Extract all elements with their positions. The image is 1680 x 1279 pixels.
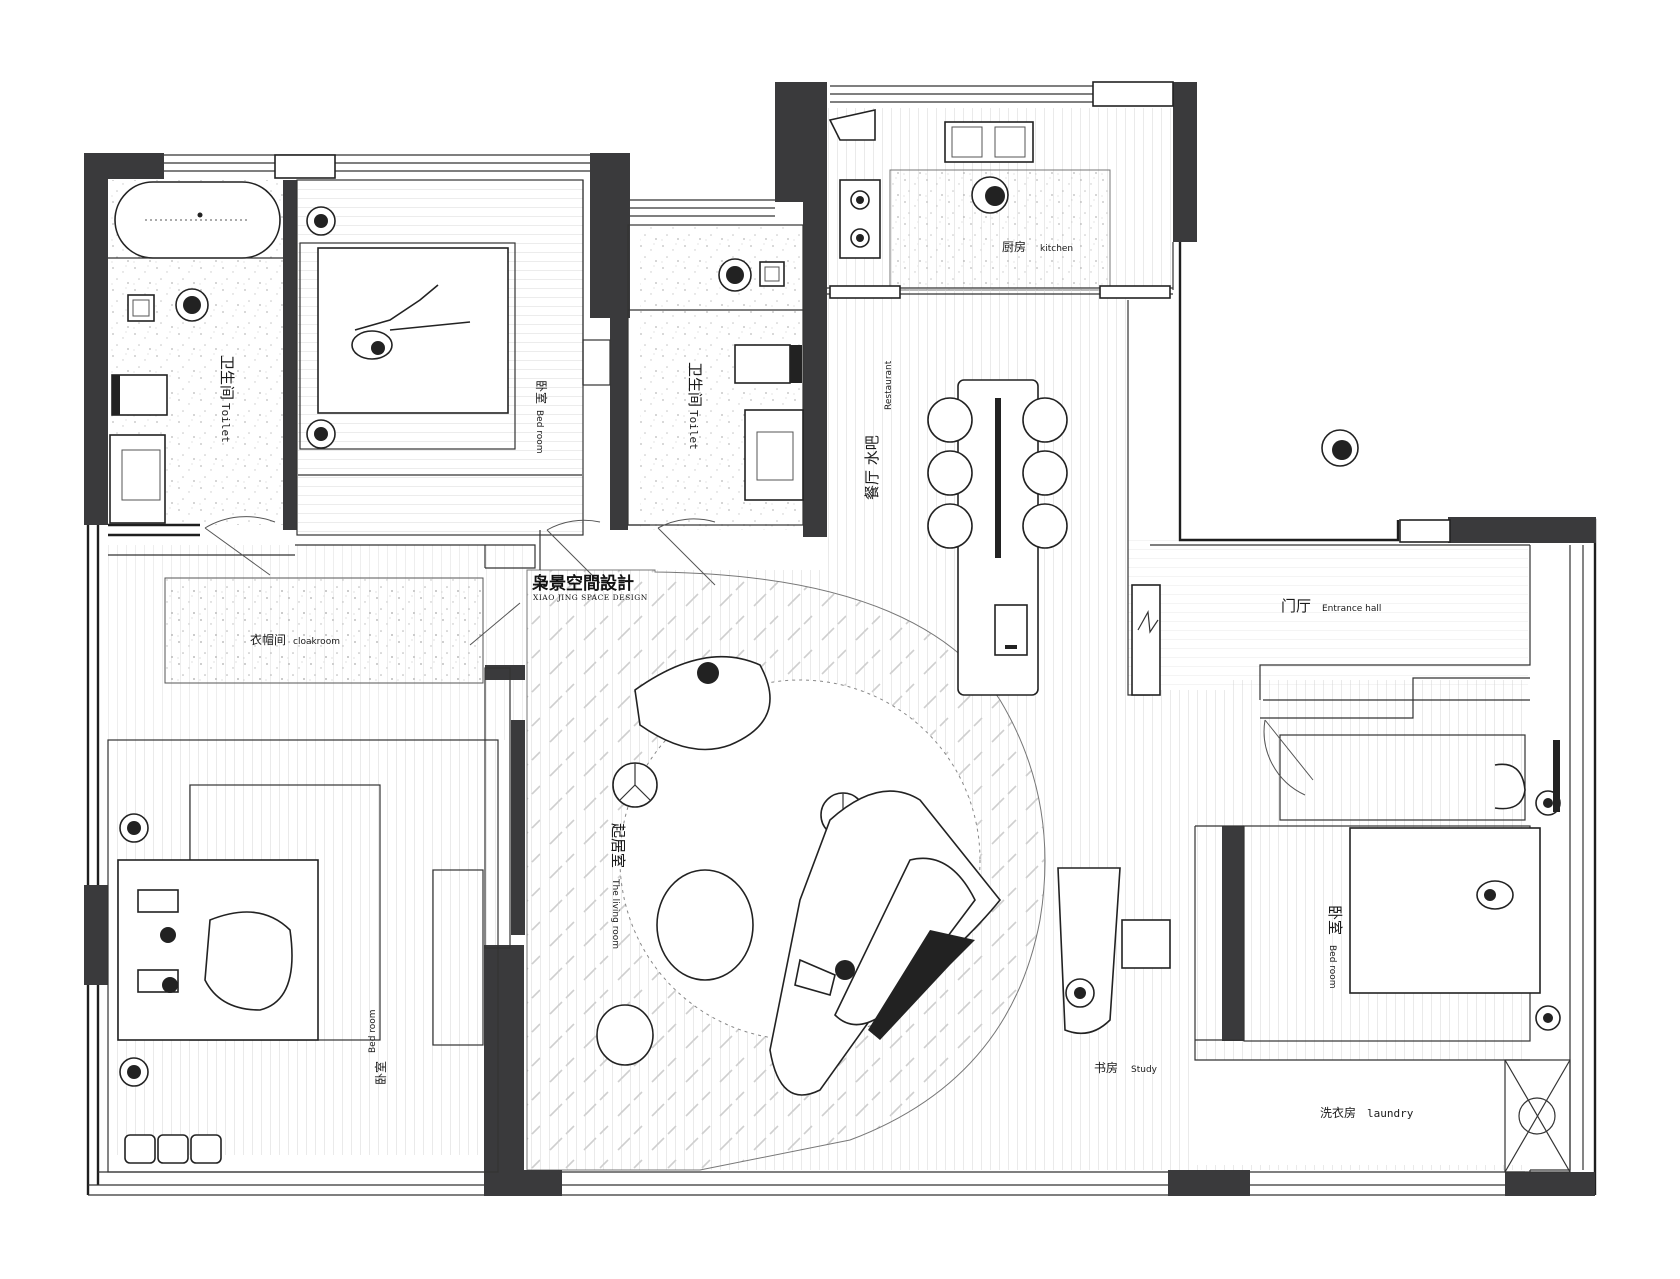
label-laundry-cn: 洗衣房 [1320, 1105, 1356, 1120]
label-toilet-left: 卫生间 Toilet [218, 355, 236, 443]
sink-mid [744, 409, 804, 501]
person-toilet-mid [718, 258, 785, 292]
doors [204, 516, 1314, 796]
bed-right [1349, 790, 1561, 1031]
label-cloakroom-en: cloakroom [293, 637, 340, 647]
label-living: 起居室 The living room [609, 823, 627, 949]
label-bedroom-right-en: Bed room [1327, 945, 1337, 989]
label-kitchen: 厨房 kitchen [1002, 239, 1073, 254]
label-toilet-mid-en: Toilet [687, 410, 700, 450]
label-entrance: 门厅 Entrance hall [1281, 597, 1381, 615]
label-toilet-mid: 卫生间 Toilet [686, 362, 704, 450]
label-restaurant-en: Restaurant [884, 360, 894, 410]
label-toilet-left-en: Toilet [219, 403, 232, 443]
toilet-fixture-left [111, 374, 168, 416]
kitchen-corner [828, 109, 876, 141]
window-frames [274, 81, 1451, 543]
label-restaurant: 餐厅 水吧 Restaurant [863, 360, 894, 500]
label-entrance-cn: 门厅 [1281, 597, 1311, 615]
person-sofa [794, 958, 855, 996]
sink-left [109, 434, 166, 524]
study-desk [1057, 867, 1121, 1035]
solid-walls [84, 82, 1596, 1196]
wall-left-top [84, 153, 108, 525]
brand-name: 枭景空間設計 [531, 573, 634, 594]
label-laundry: 洗衣房 laundry [1320, 1105, 1414, 1120]
label-bedroom-right-cn: 卧室 [1326, 905, 1344, 935]
label-bedroom-top-cn: 卧室 [534, 380, 549, 404]
wall-right-bed-left [1222, 826, 1244, 1041]
person-toilet-left [175, 288, 209, 322]
toilet-fixture-mid [734, 344, 802, 384]
label-study-en: Study [1131, 1065, 1158, 1075]
wall-top-left [84, 153, 164, 179]
label-study: 书房 Study [1094, 1060, 1158, 1075]
wall-right-bottom [1505, 1172, 1595, 1196]
wall-bed-top-right [610, 300, 628, 530]
wall-living-bottom [484, 1170, 562, 1196]
side-table-left [612, 762, 658, 808]
label-cloakroom: 衣帽间 cloakroom [250, 632, 340, 647]
label-bedroom-top: 卧室 Bed room [534, 380, 549, 454]
person-kitchen [971, 176, 1009, 214]
label-cloakroom-cn: 衣帽间 [250, 632, 286, 647]
wall-kitchen-left [803, 82, 827, 537]
wall-left-mid [84, 885, 108, 985]
label-bedroom-bl-cn: 卧室 [373, 1061, 388, 1085]
label-living-en: The living room [610, 878, 620, 949]
vanity-right [1494, 740, 1560, 812]
label-bedroom-right: 卧室 Bed room [1326, 905, 1344, 989]
brand-logo: 枭景空間設計 XIAO JING SPACE DESIGN [531, 573, 648, 602]
entry-cabinet [1131, 584, 1161, 696]
label-kitchen-cn: 厨房 [1002, 239, 1026, 254]
bathtub [108, 181, 283, 259]
label-living-cn: 起居室 [609, 823, 627, 868]
coffee-table [656, 869, 754, 981]
label-entrance-en: Entrance hall [1322, 604, 1381, 614]
label-bedroom-bl: 卧室 Bed room [368, 1009, 388, 1085]
wall-tv [511, 720, 525, 935]
ottomans [124, 1134, 222, 1164]
label-kitchen-en: kitchen [1040, 244, 1073, 254]
wall-kitchen-right [1173, 82, 1197, 242]
wall-top-pier [590, 153, 630, 318]
lounge-chair [634, 655, 771, 751]
label-restaurant-cn: 餐厅 水吧 [863, 435, 881, 500]
label-toilet-left-cn: 卫生间 [218, 355, 236, 400]
bed-bottom-left [117, 813, 319, 1087]
wall-toilet-divider [283, 180, 297, 530]
wall-living-left-top [485, 665, 525, 680]
floor-drain-left [127, 294, 155, 322]
label-laundry-en: laundry [1367, 1107, 1414, 1120]
dining-chairs [927, 397, 1068, 549]
wall-bottom-mid [1168, 1170, 1250, 1196]
wall-right-top [1448, 517, 1596, 543]
label-bedroom-bl-en: Bed room [368, 1009, 378, 1053]
armchair-bottom [596, 1004, 654, 1066]
person-entrance [1321, 429, 1359, 467]
sofa [769, 790, 1002, 1096]
wall-living-left [484, 945, 524, 1195]
label-toilet-mid-cn: 卫生间 [686, 362, 704, 407]
bed-top [306, 206, 509, 449]
study-chair [1121, 919, 1171, 969]
kitchen-hob [839, 179, 881, 259]
label-bedroom-top-en: Bed room [534, 410, 544, 454]
brand-tagline: XIAO JING SPACE DESIGN [533, 593, 648, 602]
label-study-cn: 书房 [1094, 1060, 1118, 1075]
kitchen-sink [944, 121, 1034, 163]
